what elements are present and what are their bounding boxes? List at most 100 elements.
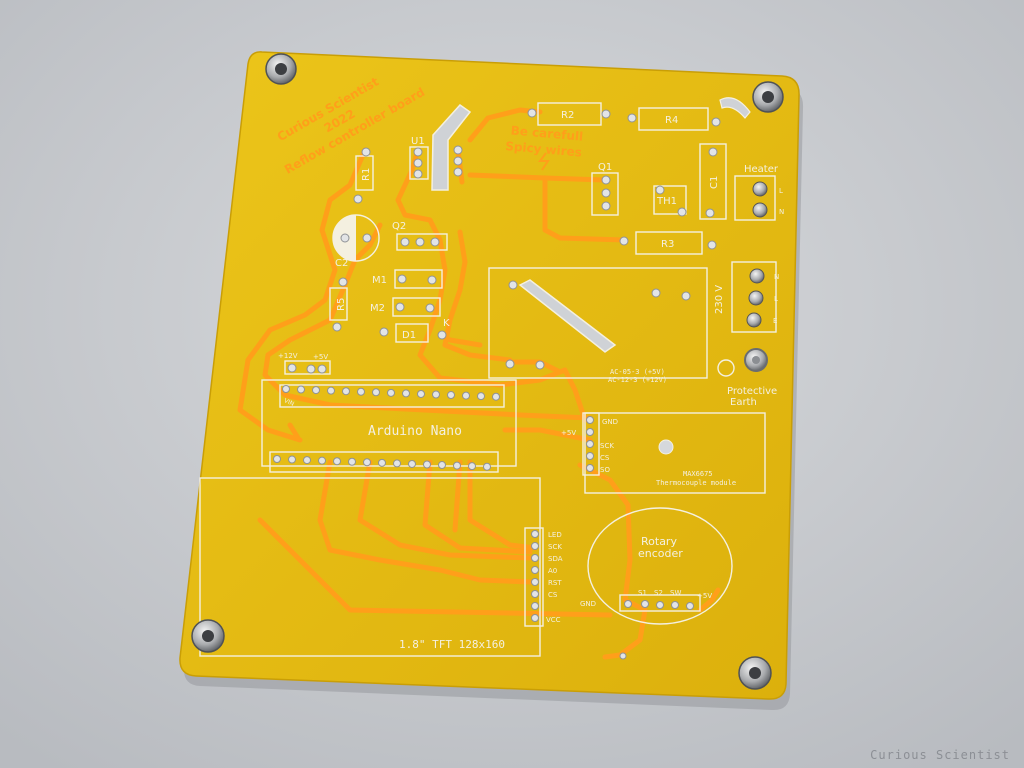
label-encoder-s1: S1	[638, 589, 647, 597]
header-pad	[312, 386, 320, 395]
mount-screw-bottom-right	[738, 656, 772, 690]
header-pad	[273, 455, 281, 463]
corner-slot	[719, 97, 751, 119]
header-pad	[402, 389, 410, 398]
label-r4: R4	[665, 115, 678, 126]
header-pad	[342, 387, 350, 396]
label-mains-e: E	[773, 317, 777, 325]
header-pad	[378, 458, 386, 467]
label-tft-vcc: VCC	[546, 616, 561, 624]
label-max-sck: SCK	[600, 442, 614, 450]
header-pad	[393, 459, 401, 468]
solder-pads	[287, 108, 721, 660]
header-pad	[318, 456, 326, 465]
header-pad	[462, 391, 470, 400]
header-pad	[372, 388, 380, 397]
isolation-slot-top	[431, 104, 472, 191]
label-encoder-1: Rotary	[641, 535, 677, 548]
copper-warning-2: Spicy wires	[505, 139, 583, 160]
label-max-gnd: GND	[602, 418, 618, 426]
header-pad	[432, 390, 440, 399]
header-pad	[303, 456, 311, 465]
label-r2: R2	[561, 110, 574, 121]
header-pad	[348, 457, 356, 466]
label-max-cs: CS	[600, 454, 610, 462]
header-pad	[333, 457, 341, 466]
label-5v: +5V	[313, 353, 328, 361]
mount-screw-bottom-left	[191, 619, 225, 653]
label-r5: R5	[336, 298, 347, 311]
label-encoder-sw: SW	[670, 589, 681, 597]
copper-warning-1: Be carefull	[510, 123, 584, 143]
label-tft-sda: SDA	[548, 555, 563, 563]
header-pad	[288, 455, 296, 464]
label-tft-sck: SCK	[548, 543, 562, 551]
header-pad	[468, 462, 476, 471]
label-m2: M2	[370, 303, 385, 314]
header-pad	[453, 461, 461, 470]
header-pad	[477, 392, 485, 401]
label-arduino-nano: Arduino Nano	[368, 424, 462, 439]
label-mains-l: L	[774, 295, 778, 303]
mount-screw-top-left	[265, 53, 297, 85]
label-c1: C1	[709, 176, 720, 189]
label-12v: +12V	[278, 352, 298, 360]
label-mains-voltage: 230 V	[714, 285, 725, 314]
header-pad	[387, 388, 395, 397]
label-tft-a0: A0	[548, 567, 557, 575]
header-pad	[492, 392, 500, 401]
header-pad	[447, 391, 455, 400]
nano-header-pads-top	[282, 385, 500, 401]
nano-header-pads-bottom	[273, 455, 491, 471]
label-heater-n: N	[779, 208, 784, 216]
label-d1: D1	[402, 330, 416, 341]
label-ssr-2: AC-12-3 (+12V)	[608, 376, 667, 384]
photo-watermark: Curious Scientist	[870, 748, 1010, 762]
label-tft-led: LED	[548, 531, 562, 539]
max6675-mount-hole	[658, 439, 674, 455]
label-mains-n: N	[774, 273, 779, 281]
label-m1: M1	[372, 275, 387, 286]
mount-screw-top-right	[752, 81, 784, 113]
header-pad	[282, 385, 290, 393]
label-ssr-1: AC-05-3 (+5V)	[610, 368, 665, 376]
header-pad	[357, 387, 365, 396]
label-heater: Heater	[744, 164, 779, 175]
label-max-so: SO	[600, 466, 610, 474]
label-max6675-desc: Thermocouple module	[656, 479, 736, 487]
header-pad	[408, 459, 416, 468]
lightning-bolt-icon	[538, 152, 550, 171]
label-vin: VIN	[283, 397, 295, 408]
label-max-5v: +5V	[561, 429, 576, 437]
label-r1: R1	[361, 168, 372, 181]
label-tft-gnd: GND	[580, 600, 596, 608]
label-th1: TH1	[656, 196, 677, 207]
label-earth-1: Protective	[727, 386, 777, 397]
header-pad	[423, 460, 431, 469]
header-pad	[417, 389, 425, 398]
header-pad	[363, 458, 371, 467]
mains-terminal-screws	[746, 268, 765, 328]
label-u1: U1	[411, 136, 425, 147]
header-pad	[483, 462, 491, 471]
label-q2: Q2	[392, 221, 406, 232]
copper-traces	[237, 107, 721, 660]
isolation-slot-ssr	[518, 279, 617, 353]
label-encoder-5v: +5V	[697, 592, 712, 600]
label-r3: R3	[661, 239, 674, 250]
header-pad	[438, 461, 446, 470]
header-pad	[297, 385, 305, 394]
label-earth-2: Earth	[730, 397, 757, 408]
label-tft-rst: RST	[548, 579, 562, 587]
label-tft-cs: CS	[548, 591, 558, 599]
heater-terminal-screws	[752, 181, 768, 218]
earth-screw-hole	[752, 356, 760, 364]
label-c2: C2	[335, 258, 348, 269]
label-encoder-s2: S2	[654, 589, 663, 597]
label-encoder-2: encoder	[638, 547, 683, 560]
label-q1: Q1	[598, 162, 612, 173]
label-heater-l: L	[779, 187, 783, 195]
header-pad	[327, 386, 335, 395]
label-k: K	[443, 318, 450, 329]
